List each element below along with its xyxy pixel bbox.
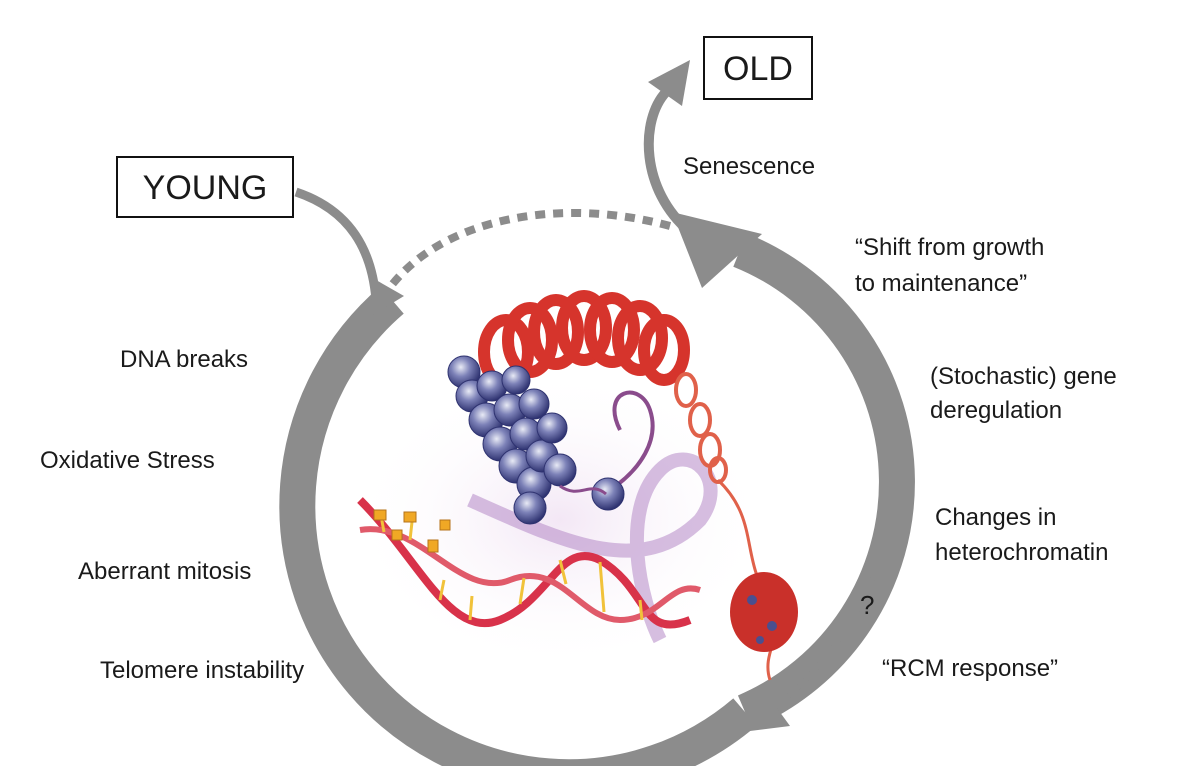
dna-damage-arc (279, 286, 757, 766)
senescence-arrow (643, 88, 694, 236)
label-oxidative-stress: Oxidative Stress (40, 447, 215, 474)
dashed-return-arrow (384, 209, 672, 293)
dashed-arrowhead (368, 280, 404, 318)
cycle-arrowhead (672, 212, 762, 288)
young-arrow (294, 187, 381, 301)
label-question: ? (860, 590, 875, 620)
label-stochastic-line2: deregulation (930, 397, 1063, 424)
rcm-arrow (768, 439, 901, 714)
label-senescence: Senescence (683, 153, 816, 180)
label-telomere-instability: Telomere instability (100, 657, 305, 684)
label-shift-line1: “Shift from growth (855, 234, 1045, 261)
label-hetero-line2: heterochromatin (935, 539, 1109, 566)
rcm-arrowhead (742, 704, 790, 732)
label-rcm-response: “RCM response” (882, 655, 1059, 682)
young-stage-box: YOUNG (116, 156, 294, 218)
label-aberrant-mitosis: Aberrant mitosis (78, 558, 252, 585)
old-stage-box: OLD (703, 36, 813, 100)
label-hetero-line1: Changes in (935, 504, 1057, 531)
label-dna-breaks: DNA breaks (120, 346, 249, 373)
label-stochastic-line1: (Stochastic) gene (930, 363, 1117, 390)
dna-chromatin-illustration (350, 290, 798, 681)
label-shift-line2: to maintenance” (855, 270, 1028, 297)
senescence-arrowhead (648, 60, 690, 106)
